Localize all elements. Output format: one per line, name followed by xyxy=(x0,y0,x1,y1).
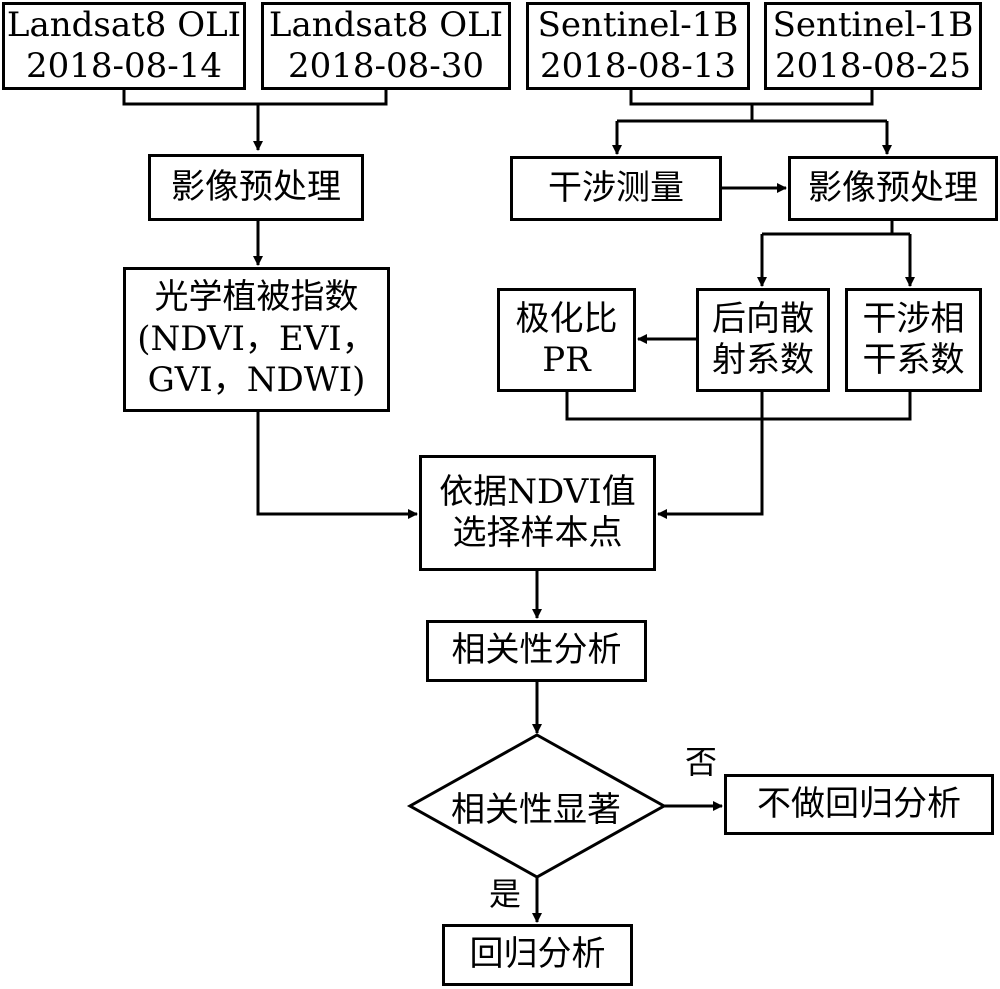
decision-yes-label: 是 xyxy=(489,875,522,913)
backscatter-label-2: 射系数 xyxy=(712,340,814,380)
input-date-label: 2018-08-14 xyxy=(25,46,223,86)
regression-analysis-box: 回归分析 xyxy=(442,924,633,986)
optical-preprocess-label: 影像预处理 xyxy=(171,166,341,207)
arrow-index-to-sampling xyxy=(256,412,418,519)
polarization-ratio-box: 极化比 PR xyxy=(497,288,636,392)
correlation-analysis-box: 相关性分析 xyxy=(426,620,647,682)
decision-no-label: 否 xyxy=(685,743,718,781)
sample-selection-label-1: 依据NDVI值 xyxy=(439,471,636,512)
sar-preprocess-box: 影像预处理 xyxy=(788,156,998,221)
arrow-sar-to-sampling xyxy=(657,392,764,519)
input-sentinel-2018-08-13: Sentinel-1B 2018-08-13 xyxy=(526,2,750,90)
coherence-label-1: 干涉相 xyxy=(862,298,965,339)
decision-label: 相关性显著 xyxy=(451,789,621,830)
vegetation-index-list-2: GVI，NDWI) xyxy=(147,360,366,401)
input-date-label: 2018-08-30 xyxy=(287,46,485,86)
backscatter-box: 后向散 射系数 xyxy=(696,288,830,392)
input-sensor-label: Sentinel-1B xyxy=(537,4,739,45)
vegetation-index-list-1: (NDVI，EVI， xyxy=(137,318,376,359)
connector-sentinel-merge xyxy=(629,90,874,106)
input-sentinel-2018-08-25: Sentinel-1B 2018-08-25 xyxy=(764,2,982,90)
vegetation-index-box: 光学植被指数 (NDVI，EVI， GVI，NDWI) xyxy=(123,267,390,412)
interferometry-box: 干涉测量 xyxy=(510,156,722,221)
coherence-label-2: 干系数 xyxy=(862,340,965,380)
correlation-analysis-label: 相关性分析 xyxy=(451,630,622,671)
backscatter-label-1: 后向散 xyxy=(712,298,814,339)
no-regression-box: 不做回归分析 xyxy=(724,774,994,835)
interferometry-label: 干涉测量 xyxy=(548,167,684,208)
input-sensor-label: Sentinel-1B xyxy=(772,4,974,45)
sar-preprocess-label: 影像预处理 xyxy=(808,167,978,208)
regression-analysis-label: 回归分析 xyxy=(469,934,606,975)
sample-selection-box: 依据NDVI值 选择样本点 xyxy=(419,455,656,571)
polarization-ratio-abbrev: PR xyxy=(542,340,591,380)
input-landsat-2018-08-30: Landsat8 OLI 2018-08-30 xyxy=(261,2,511,90)
input-date-label: 2018-08-13 xyxy=(539,46,737,86)
vegetation-index-title: 光学植被指数 xyxy=(154,277,359,318)
coherence-box: 干涉相 干系数 xyxy=(845,288,982,392)
input-sensor-label: Landsat8 OLI xyxy=(268,4,504,45)
connector-sar-features xyxy=(565,392,912,421)
connector-landsat-merge xyxy=(122,90,388,106)
polarization-ratio-label: 极化比 xyxy=(515,298,618,339)
no-regression-label: 不做回归分析 xyxy=(757,783,961,824)
sample-selection-label-2: 选择样本点 xyxy=(452,513,623,553)
input-date-label: 2018-08-25 xyxy=(774,46,972,86)
input-sensor-label: Landsat8 OLI xyxy=(6,4,242,45)
input-landsat-2018-08-14: Landsat8 OLI 2018-08-14 xyxy=(2,2,246,90)
optical-preprocess-box: 影像预处理 xyxy=(148,154,364,221)
